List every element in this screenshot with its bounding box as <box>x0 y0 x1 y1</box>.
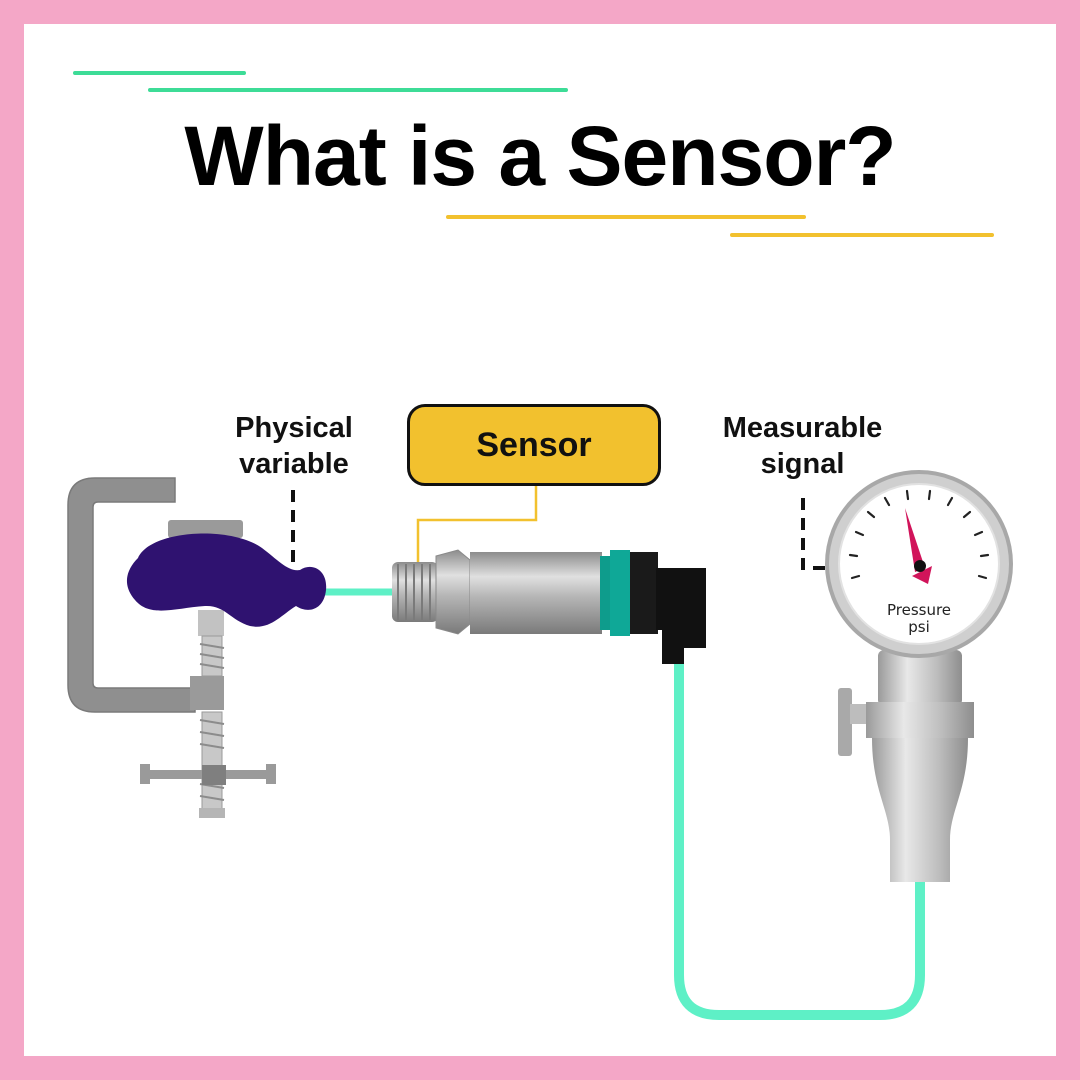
gauge-dial-text: Pressure psi <box>859 602 979 636</box>
sensor-label-box: Sensor <box>407 404 661 486</box>
physical-variable-label-line1: Physical <box>235 412 353 444</box>
gauge-unit-label-psi: psi <box>908 618 930 636</box>
measurable-signal-label-line1: Measurable <box>722 412 883 444</box>
measurable-signal-label: Measurable signal <box>700 410 905 482</box>
green-accent-line-2 <box>148 88 568 92</box>
physical-variable-blob <box>126 533 327 627</box>
measurable-signal-label-line2: signal <box>760 448 845 480</box>
physical-variable-label: Physical variable <box>214 410 374 482</box>
signal-tubes <box>325 588 925 1020</box>
yellow-accent-line-1 <box>446 215 806 219</box>
c-clamp-icon <box>67 477 276 818</box>
gauge-unit-label-pressure: Pressure <box>886 601 952 619</box>
sensor-label-pointer <box>416 486 538 568</box>
gauge-needle <box>905 508 925 572</box>
physical-variable-label-line2: variable <box>239 448 349 480</box>
sensor-to-gauge-cable <box>674 664 925 1020</box>
green-accent-line-1 <box>73 71 246 75</box>
sensor-label-text: Sensor <box>476 425 592 464</box>
measurable-signal-pointer <box>801 498 826 570</box>
pressure-transducer-icon <box>392 549 706 664</box>
yellow-accent-line-2 <box>730 233 994 237</box>
page-title: What is a Sensor? <box>184 109 896 203</box>
pressure-gauge-icon <box>825 470 1013 882</box>
